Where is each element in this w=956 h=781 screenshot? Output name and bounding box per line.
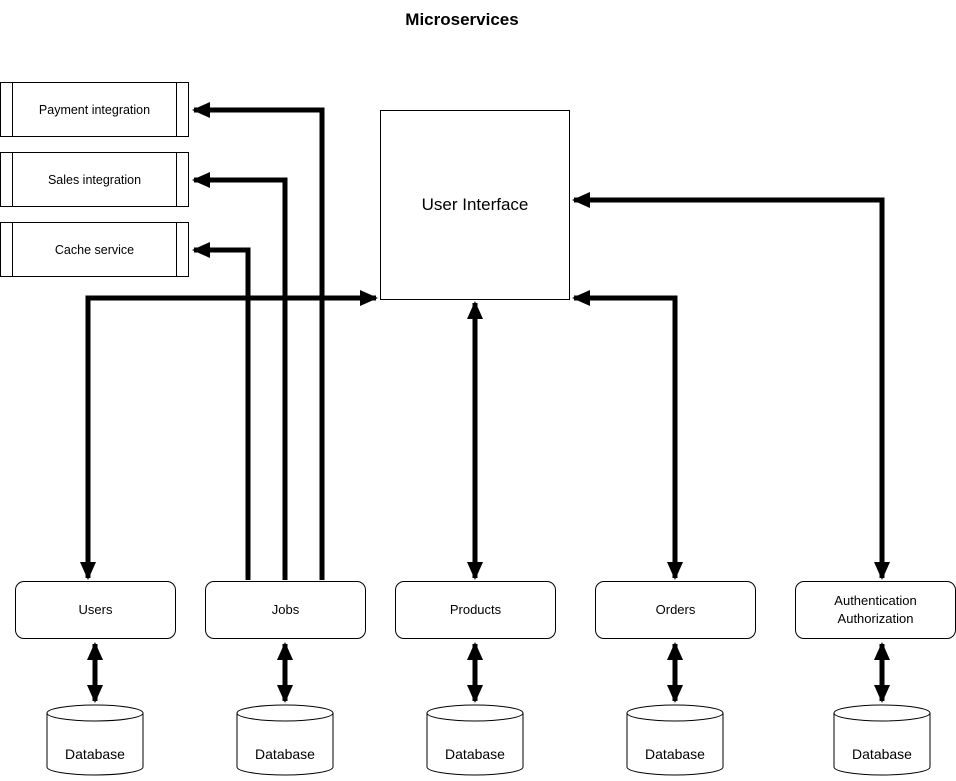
inner-border-line: [176, 153, 177, 206]
database-label: Database: [645, 746, 705, 762]
database-cylinder-orders: [626, 704, 724, 776]
node-orders: Orders: [595, 581, 756, 639]
node-label: Authentication Authorization: [834, 593, 917, 626]
database-label: Database: [852, 746, 912, 762]
node-label: Sales integration: [47, 172, 142, 187]
inner-border-line: [176, 83, 177, 136]
node-label: Payment integration: [38, 102, 151, 117]
arrow-ui-auth: [572, 192, 890, 580]
node-payment-integration: Payment integration: [0, 82, 189, 137]
database-label: Database: [445, 746, 505, 762]
inner-border-line: [12, 83, 13, 136]
database-cylinder-users: [46, 704, 144, 776]
diagram-title: Microservices: [405, 10, 519, 29]
node-sales-integration: Sales integration: [0, 152, 189, 207]
node-label: User Interface: [421, 195, 529, 214]
node-users: Users: [15, 581, 176, 639]
node-user-interface: User Interface: [380, 110, 570, 300]
inner-border-line: [12, 153, 13, 206]
node-label: Cache service: [54, 242, 135, 257]
arrow-ui-users: [80, 290, 378, 580]
node-label: Users: [78, 602, 113, 618]
node-label: Orders: [655, 602, 696, 618]
inner-border-line: [176, 223, 177, 276]
database-label: Database: [65, 746, 125, 762]
database-cylinder-products: [426, 704, 524, 776]
node-label: Products: [449, 602, 502, 618]
node-label: Jobs: [271, 602, 300, 618]
database-label: Database: [255, 746, 315, 762]
node-cache-service: Cache service: [0, 222, 189, 277]
node-jobs: Jobs: [205, 581, 366, 639]
inner-border-line: [12, 223, 13, 276]
arrow-ui-orders: [572, 290, 683, 580]
node-authentication-authorization: Authentication Authorization: [795, 581, 956, 639]
database-cylinder-auth: [833, 704, 931, 776]
arrow-jobs-to-sales: [192, 172, 288, 580]
database-cylinder-jobs: [236, 704, 334, 776]
node-products: Products: [395, 581, 556, 639]
